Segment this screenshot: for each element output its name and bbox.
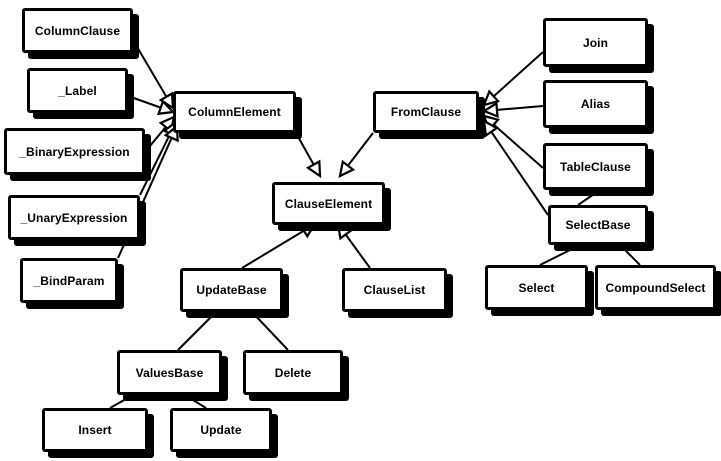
class-node-label: UpdateBase xyxy=(196,283,267,297)
inheritance-arrowhead-icon xyxy=(305,159,322,179)
class-node-bindparam[interactable]: _BindParam xyxy=(20,258,118,303)
class-node-label: CompoundSelect xyxy=(605,280,706,295)
class-node-update[interactable]: Update xyxy=(170,408,272,452)
class-node-label: TableClause xyxy=(560,159,631,174)
class-node-columnelement[interactable]: ColumnElement xyxy=(173,91,296,133)
class-node-updatebase[interactable]: UpdateBase xyxy=(180,268,283,312)
class-node-delete[interactable]: Delete xyxy=(243,350,343,395)
class-node-compoundselect[interactable]: CompoundSelect xyxy=(595,265,716,310)
edge-_binaryexpression-to-columnelement xyxy=(144,115,176,153)
edge-columnelement-to-clauseelement xyxy=(295,132,322,179)
class-node-label: ColumnElement xyxy=(188,105,281,119)
class-node-binaryexpression[interactable]: _BinaryExpression xyxy=(4,128,145,175)
class-node-columnclause[interactable]: ColumnClause xyxy=(22,8,133,53)
edge-line xyxy=(483,105,544,112)
class-node-select[interactable]: Select xyxy=(485,265,588,310)
edge-line xyxy=(139,121,177,196)
edge-insert-to-valuesbase xyxy=(109,394,134,409)
class-node-label: FromClause xyxy=(390,105,462,119)
edge-line xyxy=(483,51,544,106)
class-node-unaryexpression[interactable]: _UnaryExpression xyxy=(8,195,140,240)
edge-line xyxy=(184,394,207,409)
class-node-valuesbase[interactable]: ValuesBase xyxy=(117,350,222,395)
edge-line xyxy=(241,223,316,269)
class-node-clauseelement[interactable]: ClauseElement xyxy=(272,182,385,225)
edge-delete-to-updatebase xyxy=(251,311,289,351)
edge-line xyxy=(127,95,174,113)
edge-selectbase-to-fromclause xyxy=(482,118,549,216)
class-node-label: Select xyxy=(518,280,555,295)
edge-line xyxy=(337,223,371,269)
class-node-tableclause[interactable]: TableClause xyxy=(543,143,648,190)
inheritance-arrowhead-icon xyxy=(158,115,176,134)
class-node-label: SelectBase xyxy=(565,218,631,232)
class-node-label: Alias xyxy=(580,97,611,111)
edge-_label-to-columnelement xyxy=(127,95,176,116)
inheritance-arrowhead-icon xyxy=(158,91,175,111)
edge-line xyxy=(619,244,641,266)
edge-clauselist-to-clauseelement xyxy=(336,222,371,269)
edge-alias-to-fromclause xyxy=(481,101,544,119)
inheritance-arrowhead-icon xyxy=(156,99,176,116)
edge-line xyxy=(577,189,601,206)
inheritance-arrowhead-icon xyxy=(482,89,501,107)
edge-line xyxy=(483,120,549,216)
class-node-selectbase[interactable]: SelectBase xyxy=(548,205,648,245)
class-node-label: ColumnClause xyxy=(34,23,121,38)
class-node-label: _BinaryExpression xyxy=(19,144,130,159)
class-node-label: _BindParam xyxy=(33,273,105,288)
edge-valuesbase-to-updatebase xyxy=(177,311,217,351)
class-node-label: _Label xyxy=(58,83,97,98)
edge-line xyxy=(177,311,217,351)
edge-join-to-fromclause xyxy=(482,51,544,107)
edge-line xyxy=(539,244,581,266)
edge-line xyxy=(132,39,174,109)
class-node-label: ClauseList xyxy=(363,283,426,297)
class-node-alias[interactable]: Alias xyxy=(543,80,648,128)
inheritance-arrowhead-icon xyxy=(482,114,501,132)
class-node-label: _UnaryExpression xyxy=(20,210,128,225)
class-node-label: Delete xyxy=(274,365,312,380)
class-node-label: Join xyxy=(582,35,609,50)
inheritance-arrowhead-icon xyxy=(298,222,318,239)
class-node-join[interactable]: Join xyxy=(543,18,648,67)
class-node-label: ClauseElement xyxy=(284,196,373,211)
edge-line xyxy=(339,132,374,177)
edge-line xyxy=(295,132,321,177)
edge-line xyxy=(251,311,289,351)
class-node-label: Update xyxy=(200,423,242,437)
edge-tableclause-to-fromclause xyxy=(482,114,544,169)
class-node-clauselist[interactable]: ClauseList xyxy=(342,268,447,312)
edge-_unaryexpression-to-columnelement xyxy=(139,119,178,196)
edge-updatebase-to-clauseelement xyxy=(241,222,318,269)
edge-line xyxy=(483,115,544,169)
edge-selectbase-to-tableclause xyxy=(577,189,601,206)
edge-fromclause-to-clauseelement xyxy=(338,132,374,178)
inheritance-arrowhead-icon xyxy=(336,222,353,241)
edge-update-to-valuesbase xyxy=(184,394,207,409)
edge-compoundselect-to-selectbase xyxy=(619,244,641,266)
class-node-insert[interactable]: Insert xyxy=(42,408,148,452)
inheritance-arrowhead-icon xyxy=(482,118,499,138)
inheritance-arrowhead-icon xyxy=(338,159,356,178)
edge-columnclause-to-columnelement xyxy=(132,39,175,111)
class-node-label[interactable]: _Label xyxy=(27,68,128,113)
edge-line xyxy=(109,394,134,409)
class-node-fromclause[interactable]: FromClause xyxy=(373,91,479,133)
edge-line xyxy=(144,116,175,153)
edge-select-to-selectbase xyxy=(539,244,581,266)
inheritance-arrowhead-icon xyxy=(481,101,499,119)
class-node-label: Insert xyxy=(78,423,112,437)
class-node-label: ValuesBase xyxy=(135,365,204,380)
